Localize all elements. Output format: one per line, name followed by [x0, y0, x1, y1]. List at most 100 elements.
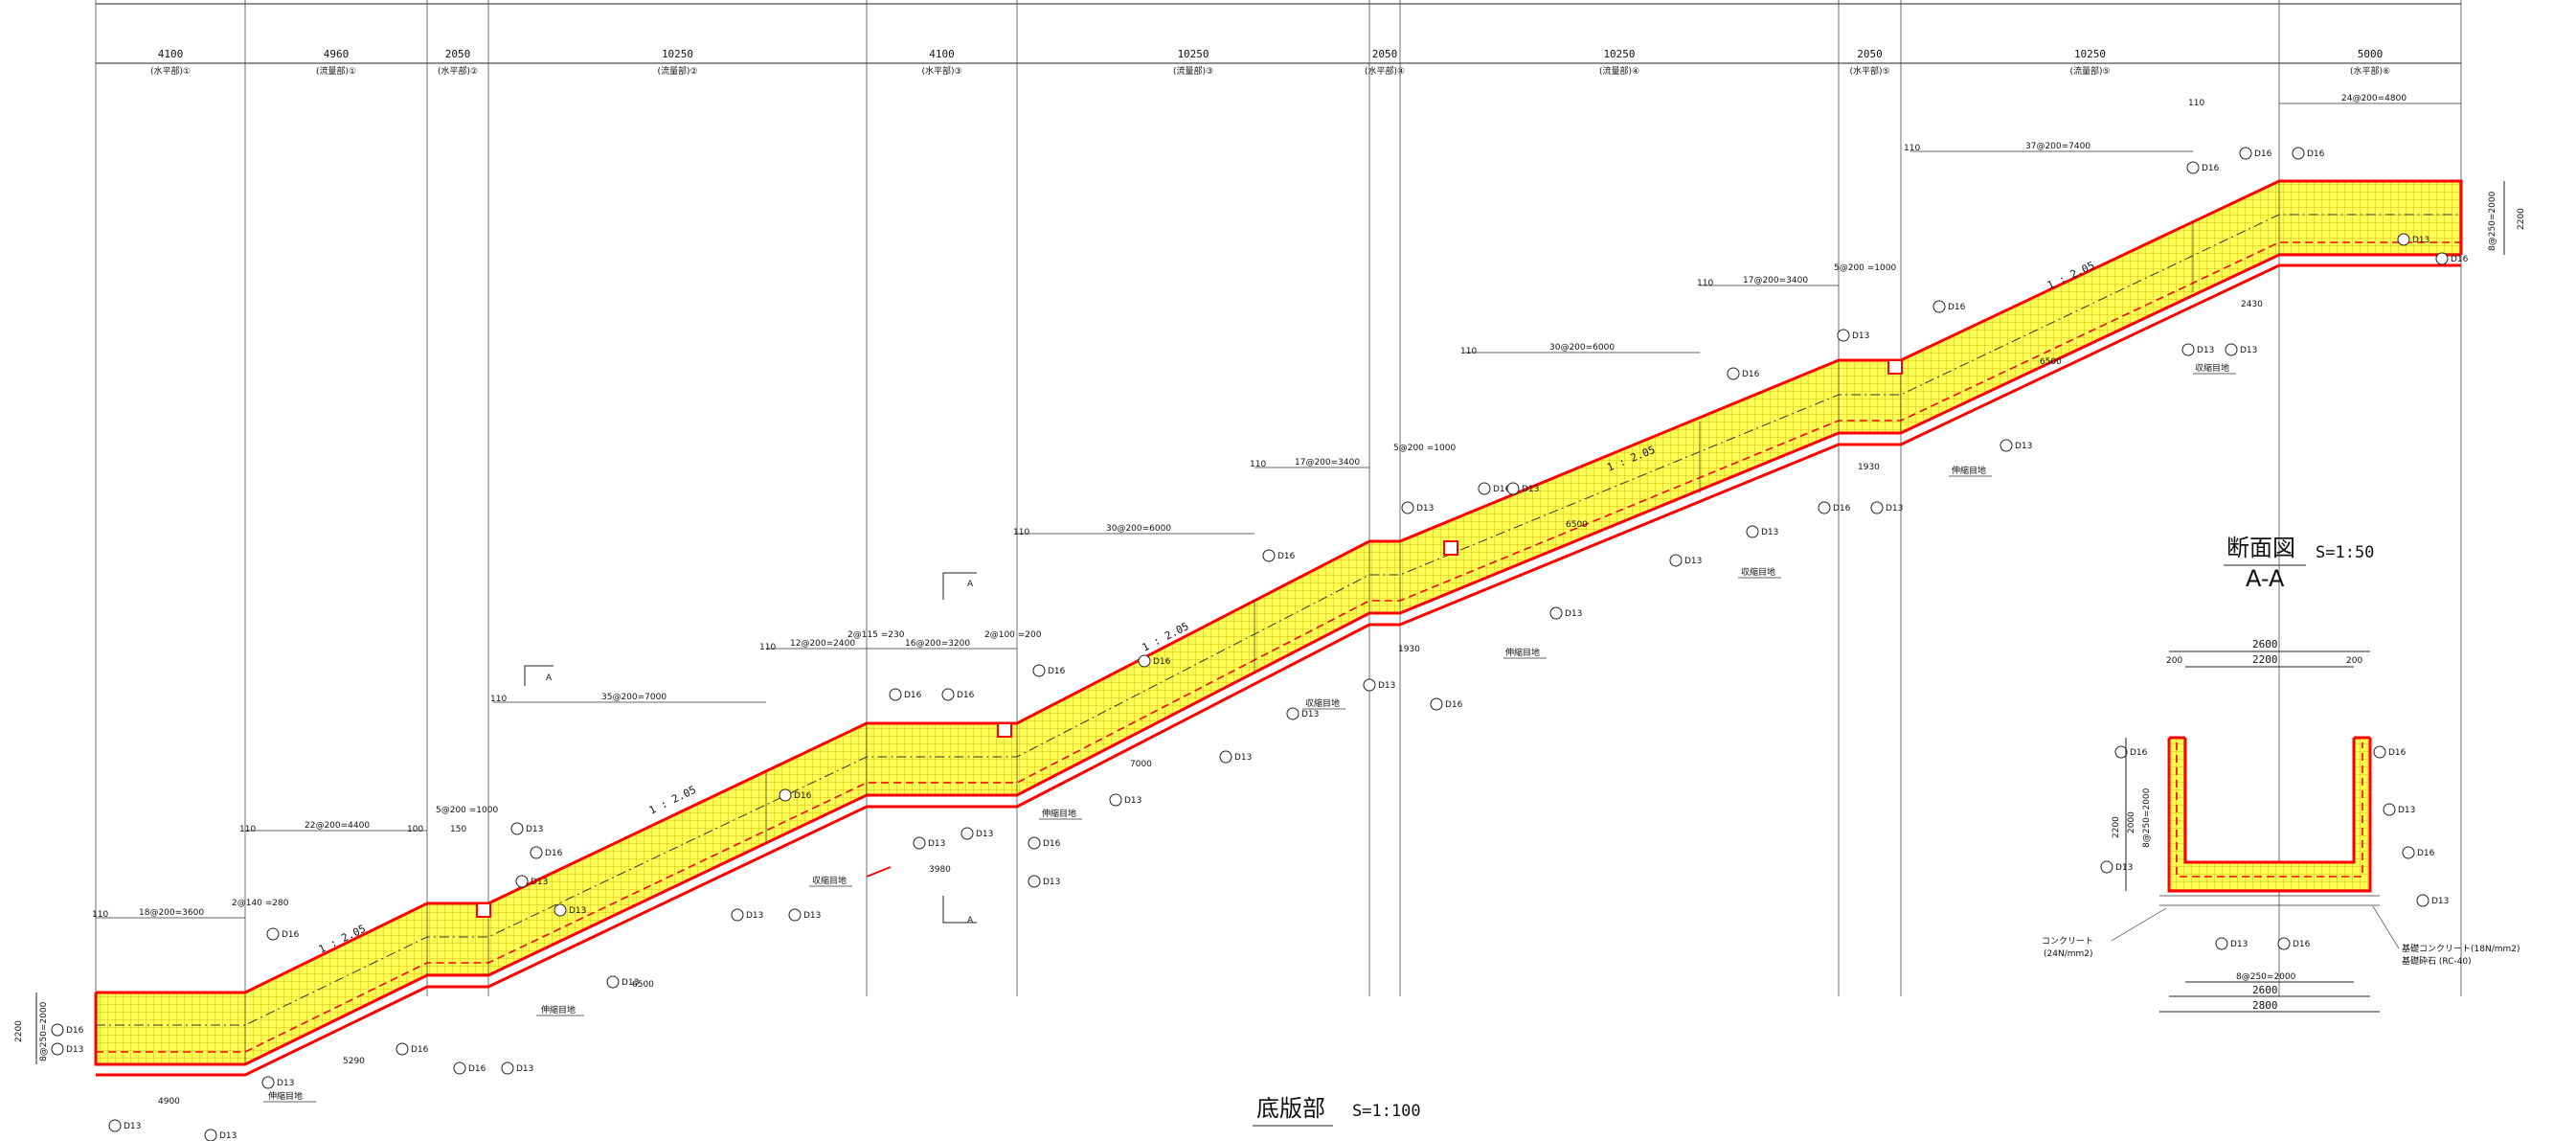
rebar-mark-icon [2114, 745, 2128, 759]
rebar-label: D16 [904, 691, 922, 700]
small-label: 5@200 =1000 [1393, 444, 1456, 453]
rebar-label: D13 [219, 1131, 237, 1141]
segment-length: 2050 [1372, 48, 1398, 60]
small-label: 150 [450, 825, 466, 834]
joint-label: 伸縮目地 [1505, 647, 1540, 658]
small-label: 110 [1697, 279, 1713, 288]
small-label: 110 [239, 825, 256, 834]
sec-bottom-total: 2800 [2252, 999, 2278, 1012]
spacing-label: 17@200=3400 [1295, 458, 1360, 468]
segment-note: (水平部)⑤ [1849, 65, 1889, 77]
rebar-mark-icon [1549, 606, 1563, 620]
small-label: 5@200 =1000 [436, 806, 498, 815]
rebar-label: D16 [2254, 149, 2272, 159]
rebar-label: D13 [1565, 609, 1582, 619]
segment-dimensions: 4100(水平部)①4960(流量部)①2050(水平部)②10250(流量部)… [96, 48, 2461, 77]
rebar-mark-icon [1262, 549, 1276, 562]
section-subtitle: A-A [2246, 565, 2285, 592]
rebar-mark-icon [204, 1129, 217, 1141]
rebar-label: D16 [2202, 164, 2220, 173]
sec-top-wall: 200 [2166, 656, 2182, 666]
rebar-label: D13 [1301, 710, 1319, 719]
rebar-mark-icon [1032, 664, 1046, 677]
rebar-mark-icon [266, 927, 280, 941]
spacing-label: 12@200=2400 [790, 639, 855, 649]
spacing-label: 35@200=7000 [601, 693, 667, 702]
rebar-label: D16 [1153, 657, 1171, 667]
small-label: 5290 [343, 1057, 365, 1066]
rebar-label: D13 [2412, 236, 2429, 245]
segment-note: (流量部)① [316, 65, 356, 77]
small-label: 110 [490, 695, 507, 704]
segment-length: 4960 [324, 48, 350, 60]
rebar-mark-icon [51, 1042, 64, 1056]
rebar-mark-icon [395, 1042, 409, 1056]
segment-note: (水平部)⑥ [2350, 65, 2390, 77]
rebar-label: D13 [1416, 504, 1434, 513]
small-label: 5@200 =1000 [1834, 263, 1896, 273]
rebar-mark-icon [2416, 894, 2429, 907]
spacing-label: 30@200=6000 [1549, 343, 1615, 353]
rebar-mark-icon [2225, 343, 2238, 356]
rebar-label: D16 [545, 849, 563, 858]
rebar-mark-icon [2383, 803, 2396, 816]
small-label: 6500 [2040, 357, 2062, 367]
rebar-mark-icon [1363, 678, 1376, 692]
plan-scale: S=1:100 [1352, 1102, 1421, 1121]
small-label: 4900 [158, 1097, 180, 1107]
sec-top-wall: 200 [2346, 656, 2362, 666]
small-label: 110 [759, 643, 776, 652]
rebar-label: D13 [1522, 485, 1539, 494]
spacing-callouts: 18@200=3600 22@200=4400 35@200=7000 12@2… [96, 94, 2461, 919]
rebar-label: D13 [2398, 806, 2415, 815]
rebar-label: D13 [2197, 346, 2214, 355]
spacing-label: 16@200=3200 [905, 639, 970, 649]
rebar-mark-icon [501, 1061, 514, 1075]
small-label: 7000 [1130, 760, 1152, 769]
rebar-label: D13 [2230, 940, 2248, 949]
rebar-mark-icon [1430, 697, 1443, 711]
rebar-label: D16 [2307, 149, 2325, 159]
rebar-label: D16 [2293, 940, 2311, 949]
rebar-label: D13 [2431, 897, 2449, 906]
rebar-mark-icon [1109, 793, 1122, 807]
channel-base-edge [96, 263, 2461, 1077]
sec-left-inner: 2000 [2127, 811, 2136, 833]
segment-length: 10250 [662, 48, 693, 60]
rebar-mark-icon [1138, 654, 1151, 668]
rebar-mark-icon [1870, 501, 1884, 514]
rebar-label: D13 [516, 1064, 533, 1074]
rebar-mark-icon [779, 788, 792, 802]
extension-lines [95, 0, 2462, 996]
rebar-label: D13 [2240, 346, 2257, 355]
rebar-mark-icon [515, 875, 529, 888]
rebar-mark-icon [1478, 482, 1491, 495]
rebar-mark-icon [788, 908, 802, 922]
channel-profile [94, 179, 2463, 1077]
joint-label: 伸縮目地 [1042, 808, 1076, 819]
rebar-mark-icon [2397, 233, 2410, 246]
small-label: 100 [407, 825, 423, 834]
rebar-label: D16 [1493, 485, 1511, 494]
rebar-mark-icon [1286, 707, 1299, 720]
section-mark: A [967, 916, 974, 925]
rebar-mark-icon [453, 1061, 466, 1075]
rebar-label: D13 [803, 911, 821, 921]
left-height-total: 2200 [14, 1020, 24, 1042]
rebar-label: D13 [569, 906, 586, 916]
small-label: 110 [92, 910, 108, 920]
rebar-mark-icon [1401, 501, 1414, 514]
rebar-label: D16 [66, 1026, 84, 1036]
rebar-label: D13 [1378, 681, 1395, 691]
spacing-label: 17@200=3400 [1743, 276, 1808, 285]
rebar-label: D13 [531, 878, 548, 887]
section-title: 断面図 [2226, 535, 2295, 561]
rebar-mark-icon [108, 1119, 122, 1132]
rebar-label: D13 [1234, 753, 1252, 763]
rebar-mark-icon [1746, 525, 1759, 538]
rebar-label: D13 [526, 825, 543, 834]
spacing-label: 30@200=6000 [1106, 524, 1171, 534]
rebar-mark-icon [510, 822, 524, 835]
